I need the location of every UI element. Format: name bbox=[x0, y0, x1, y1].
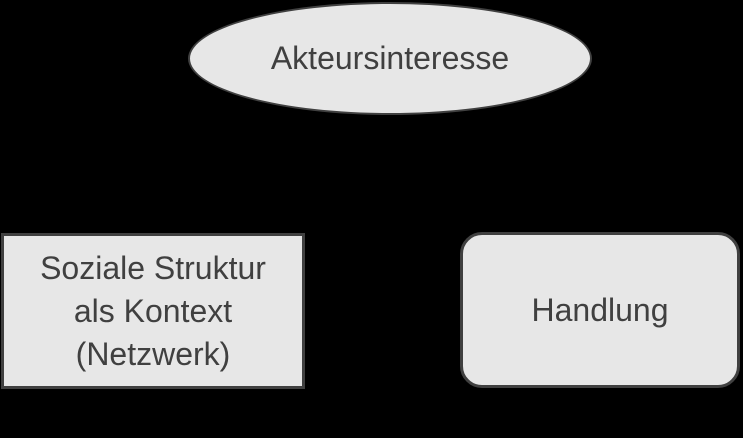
soziale-struktur-label-line-3: (Netzwerk) bbox=[75, 335, 231, 372]
akteursinteresse-ellipse-node: Akteursinteresse bbox=[188, 2, 592, 115]
soziale-struktur-box-node: Soziale Struktur als Kontext (Netzwerk) bbox=[1, 233, 305, 389]
handlung-box-node: Handlung bbox=[460, 232, 740, 388]
akteursinteresse-label: Akteursinteresse bbox=[270, 40, 510, 76]
soziale-struktur-label-line-2: als Kontext bbox=[73, 292, 233, 329]
soziale-struktur-label: Soziale Struktur als Kontext (Netzwerk) bbox=[40, 247, 266, 376]
soziale-struktur-label-line-1: Soziale Struktur bbox=[40, 249, 266, 286]
handlung-label: Handlung bbox=[531, 291, 669, 328]
